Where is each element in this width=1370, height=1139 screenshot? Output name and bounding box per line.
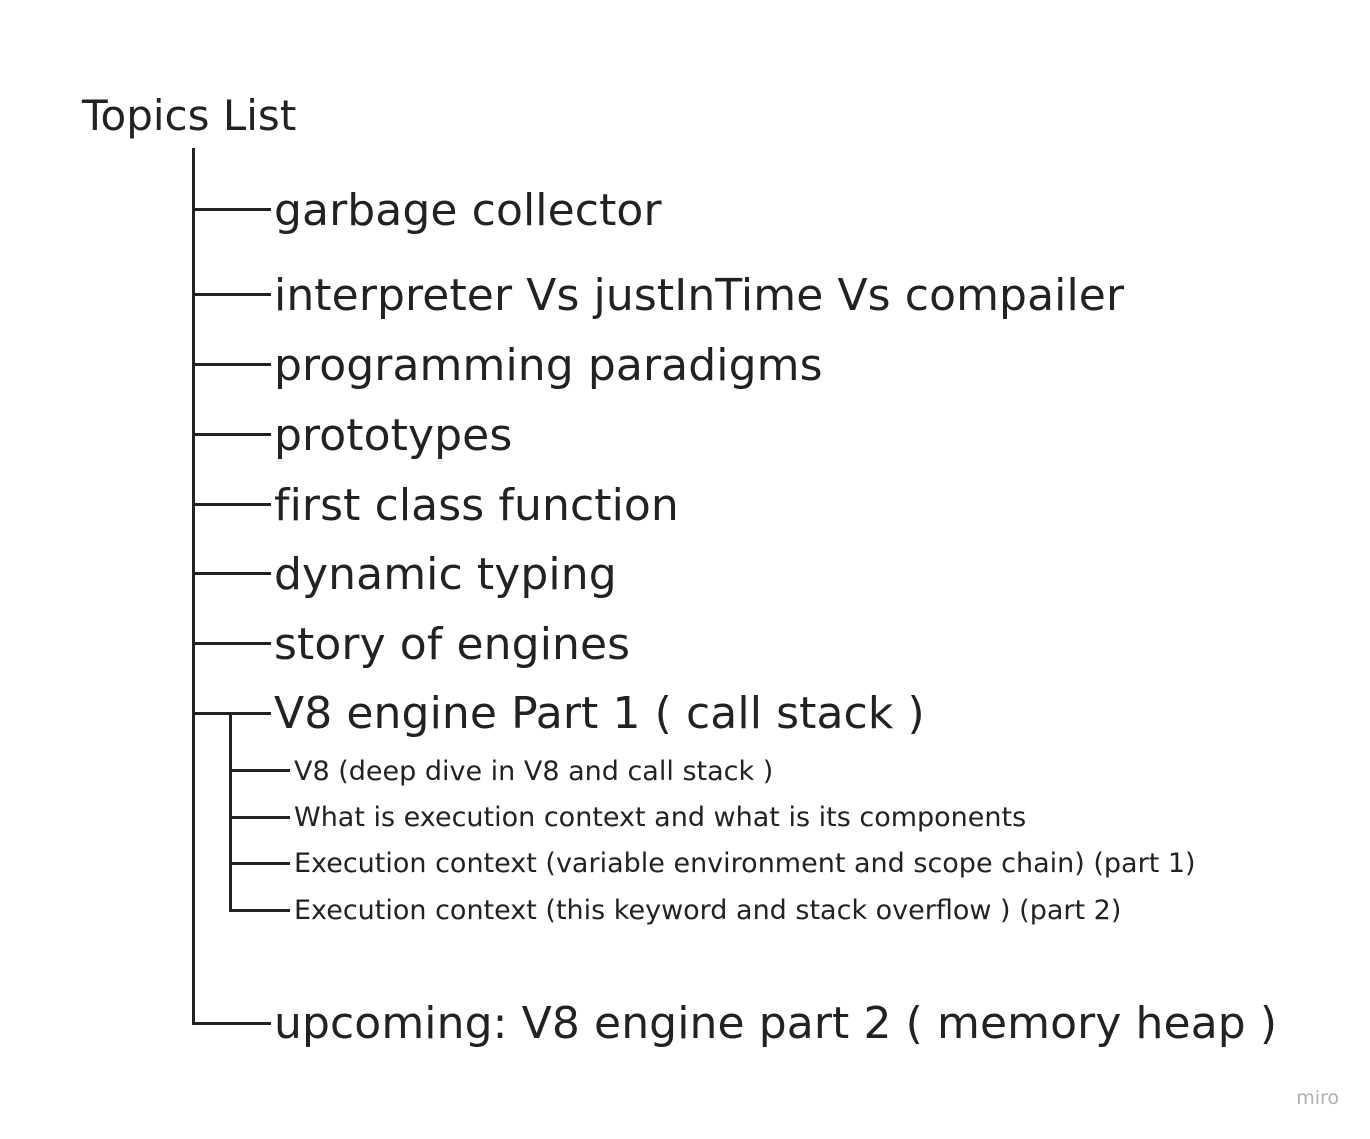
topic-item-dynamic-typing: dynamic typing [274,549,617,600]
subtopic-item-execution-context-part-1: Execution context (variable environment … [294,848,1196,879]
miro-watermark: miro [1296,1087,1339,1109]
topic-item-story-of-engines: story of engines [274,619,631,670]
branch-connector-4 [192,503,271,506]
branch-connector-5 [192,572,271,575]
main-trunk-line [192,148,195,1025]
topic-item-programming-paradigms: programming paradigms [274,340,823,391]
subtopic-item-v8-deep-dive: V8 (deep dive in V8 and call stack ) [294,756,774,787]
sub-connector-0 [229,769,290,772]
sub-connector-2 [229,862,290,865]
subtopic-item-execution-context-components: What is execution context and what is it… [294,802,1027,833]
sub-connector-3 [229,909,290,912]
diagram-title: Topics List [82,91,297,140]
topic-item-first-class-function: first class function [274,480,679,531]
topic-item-v8-engine-part-1: V8 engine Part 1 ( call stack ) [274,688,925,739]
branch-connector-2 [192,363,271,366]
topic-item-upcoming-v8-part-2: upcoming: V8 engine part 2 ( memory heap… [274,998,1278,1049]
branch-connector-0 [192,208,271,211]
topic-item-interpreter: interpreter Vs justInTime Vs compailer [274,270,1125,321]
topic-item-garbage-collector: garbage collector [274,185,662,236]
sub-trunk-line [229,712,232,912]
branch-connector-8 [192,1022,271,1025]
branch-connector-1 [192,293,271,296]
subtopic-item-execution-context-part-2: Execution context (this keyword and stac… [294,895,1122,926]
branch-connector-3 [192,433,271,436]
topic-item-prototypes: prototypes [274,410,513,461]
sub-connector-1 [229,816,290,819]
branch-connector-6 [192,642,271,645]
